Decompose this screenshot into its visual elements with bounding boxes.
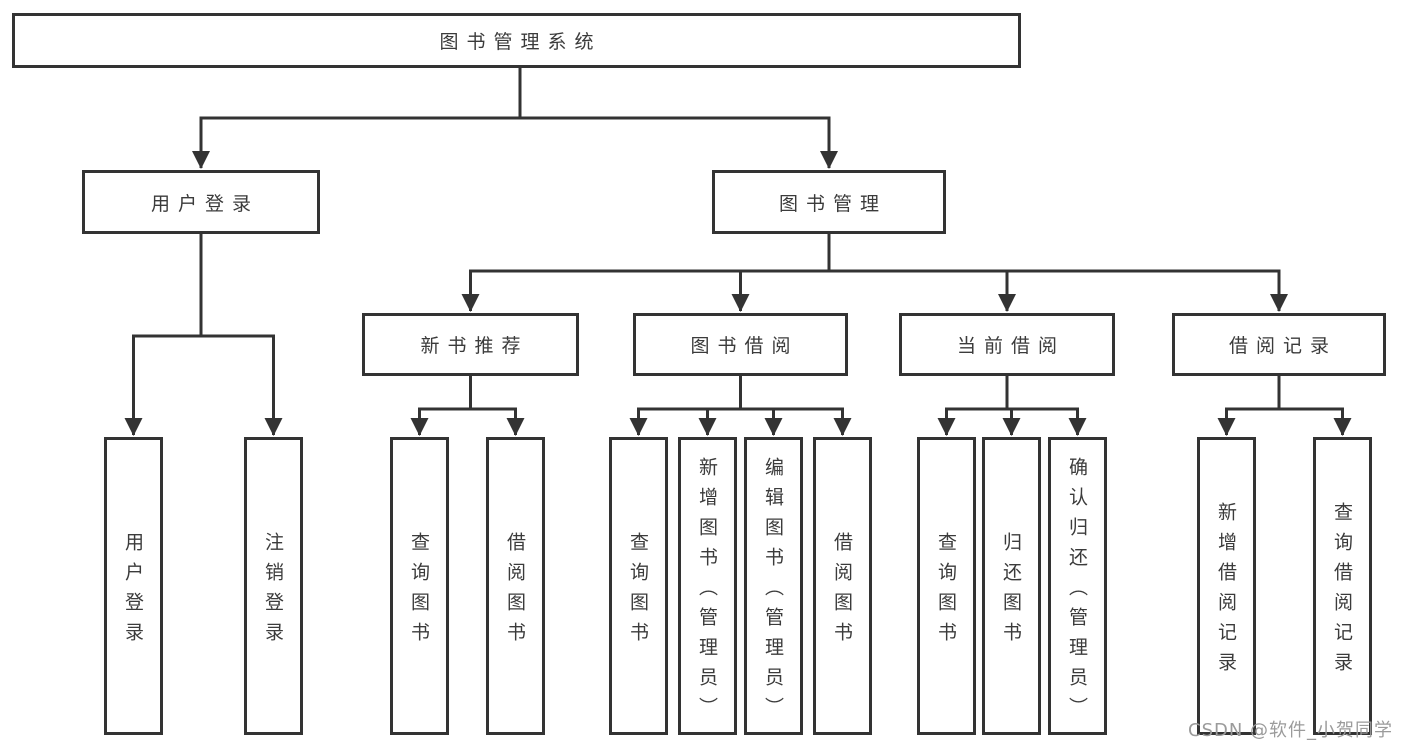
- node-book-management: 图书管理: [712, 170, 946, 234]
- leaf-query-books-recommend: 查询图书: [390, 437, 449, 735]
- leaf-query-borrow-record: 查询借阅记录: [1313, 437, 1372, 735]
- leaf-logout: 注销登录: [244, 437, 303, 735]
- leaf-query-books-borrow: 查询图书: [609, 437, 668, 735]
- node-current-borrow: 当前借阅: [899, 313, 1115, 376]
- leaf-borrow-books: 借阅图书: [813, 437, 872, 735]
- leaf-add-books-admin: 新增图书（管理员）: [678, 437, 737, 735]
- leaf-edit-books-admin: 编辑图书（管理员）: [744, 437, 803, 735]
- leaf-confirm-return-admin: 确认归还（管理员）: [1048, 437, 1107, 735]
- node-root: 图书管理系统: [12, 13, 1021, 68]
- leaf-add-borrow-record: 新增借阅记录: [1197, 437, 1256, 735]
- leaf-query-books-current: 查询图书: [917, 437, 976, 735]
- connector-borrow-records: [1217, 376, 1352, 436]
- leaf-borrow-books-recommend: 借阅图书: [486, 437, 545, 735]
- connector-book-borrow: [629, 376, 852, 436]
- leaf-return-books: 归还图书: [982, 437, 1041, 735]
- connector-new-book-recommend: [410, 376, 525, 436]
- node-new-book-recommend: 新书推荐: [362, 313, 579, 376]
- node-borrow-records: 借阅记录: [1172, 313, 1386, 376]
- leaf-user-login: 用户登录: [104, 437, 163, 735]
- connector-root: [192, 68, 838, 169]
- node-user-login: 用户登录: [82, 170, 320, 234]
- watermark: CSDN @软件_小贺同学: [1188, 720, 1394, 741]
- connector-book-management: [461, 234, 1288, 312]
- node-book-borrow: 图书借阅: [633, 313, 848, 376]
- connector-current-borrow: [937, 376, 1087, 436]
- connector-user-login: [124, 234, 283, 436]
